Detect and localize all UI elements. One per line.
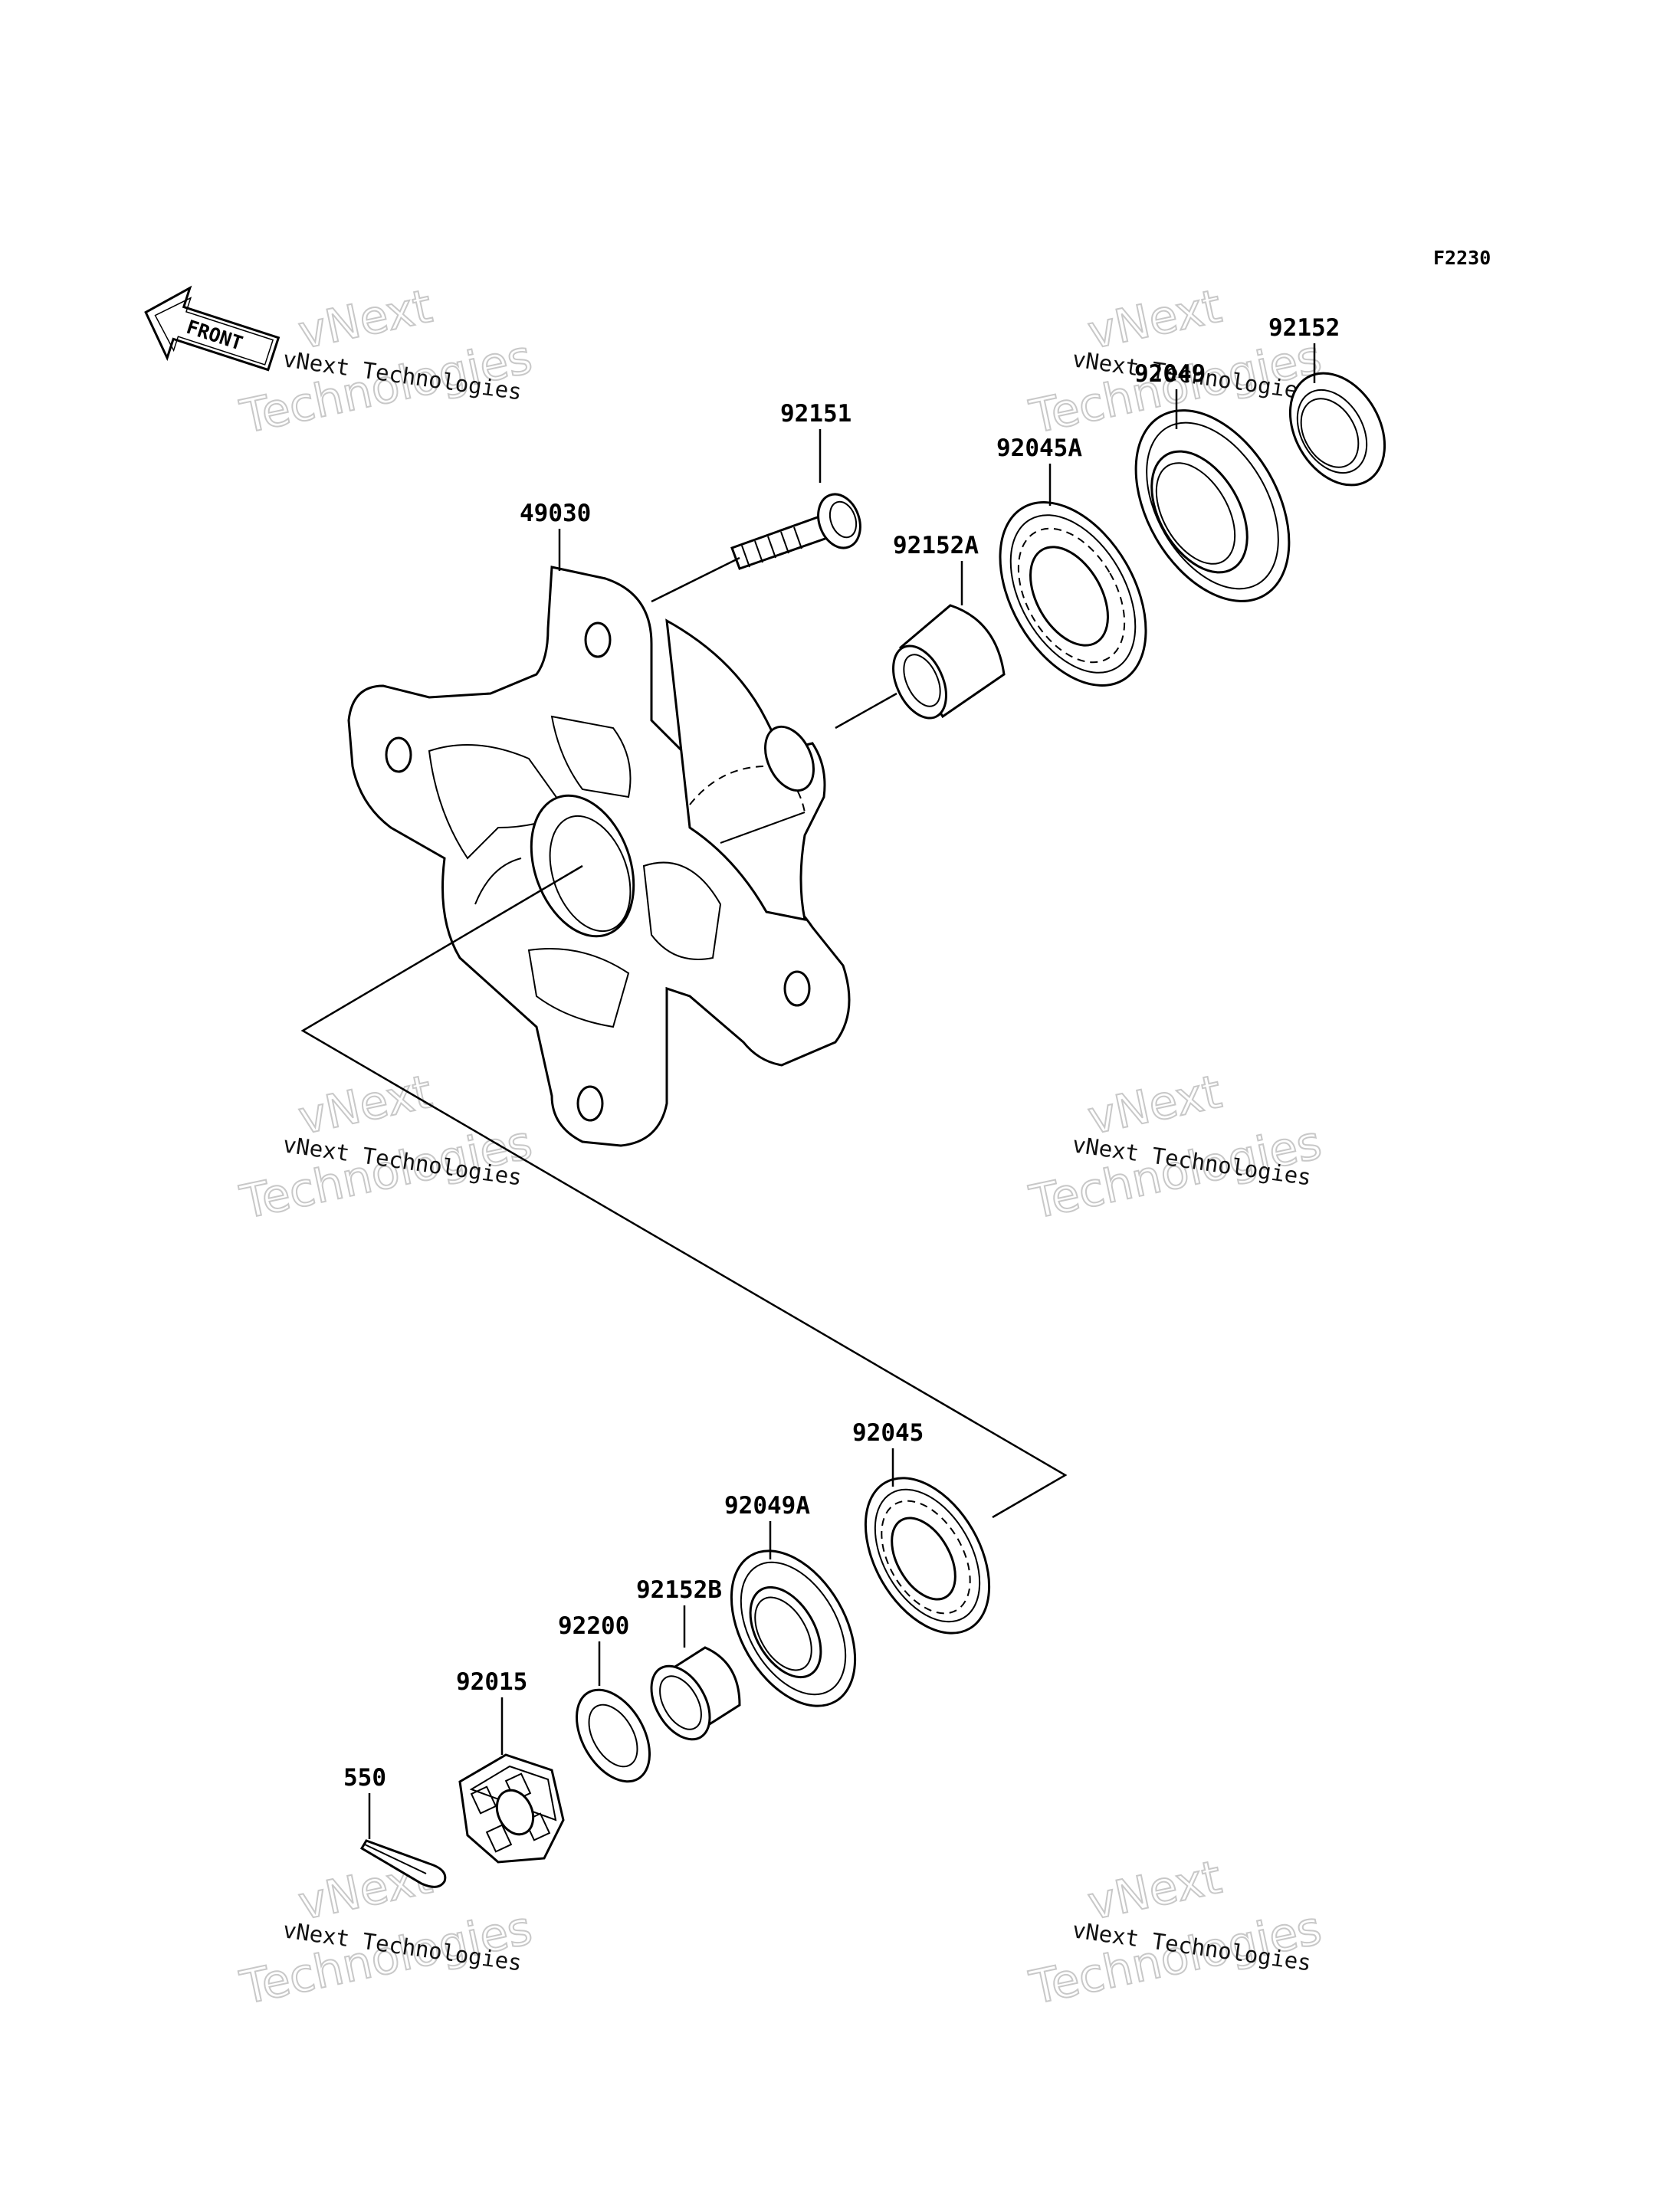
- bearing-drawing: [864, 1477, 991, 1635]
- svg-text:vNext: vNext: [1084, 1851, 1226, 1931]
- part-label-92045: 92045: [852, 1419, 924, 1447]
- part-label-92152B: 92152B: [636, 1576, 722, 1604]
- watermark-mid-left: vNext Technologies vNext Technologies: [235, 1064, 538, 1231]
- oil-seal-drawing: [1134, 409, 1291, 602]
- part-label-49030: 49030: [520, 500, 591, 527]
- collar-b-drawing: [650, 1646, 741, 1741]
- part-label-92152: 92152: [1268, 314, 1340, 342]
- cotter-pin-drawing: [359, 1839, 447, 1888]
- collar-drawing: [1288, 372, 1386, 487]
- part-label-92200: 92200: [558, 1612, 629, 1640]
- part-label-92015: 92015: [456, 1668, 527, 1696]
- part-label-550: 550: [343, 1764, 386, 1792]
- diagram-code: F2230: [1433, 247, 1491, 269]
- svg-text:vNext: vNext: [1084, 280, 1226, 360]
- watermark-bottom-right: vNext Technologies vNext Technologies: [1025, 1850, 1327, 2016]
- part-label-92152A: 92152A: [893, 532, 979, 559]
- oil-seal-a-drawing: [730, 1549, 857, 1707]
- part-label-92049: 92049: [1134, 360, 1206, 388]
- collar-a-drawing: [892, 604, 1006, 720]
- watermark-mid-right: vNext Technologies vNext Technologies: [1025, 1064, 1327, 1231]
- part-label-92045A: 92045A: [996, 434, 1082, 462]
- watermark-top-left: vNext Technologies vNext Technologies: [235, 279, 538, 445]
- bearing-a-drawing: [999, 501, 1147, 687]
- castle-nut-drawing: [458, 1753, 565, 1864]
- hub-stud-drawing: [730, 493, 861, 570]
- hub-drawing: [347, 566, 851, 1147]
- part-label-92049A: 92049A: [724, 1492, 810, 1520]
- svg-text:vNext: vNext: [294, 280, 437, 360]
- washer-drawing: [576, 1688, 651, 1783]
- svg-text:vNext: vNext: [294, 1065, 437, 1146]
- watermark-bottom-left: vNext Technologies vNext Technologies: [235, 1850, 538, 2016]
- part-label-92151: 92151: [780, 400, 851, 428]
- front-arrow-icon: FRONT: [144, 285, 281, 372]
- svg-text:vNext: vNext: [1084, 1065, 1226, 1146]
